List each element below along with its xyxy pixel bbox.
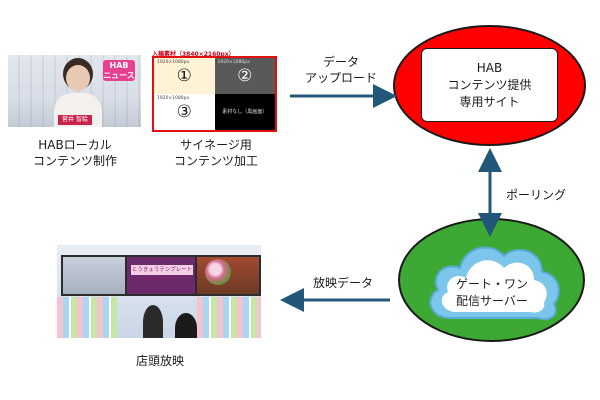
shopper-figure	[143, 305, 163, 338]
store-signage-photo: とうきょうテンプレートを見てみよう	[57, 245, 261, 338]
signage-screen-left	[61, 255, 129, 296]
news-thumbnail-image: HAB ニュース 菅井 智絵	[8, 55, 141, 127]
gateone-server-label: ゲート・ワン 配信サーバー	[455, 277, 528, 308]
upload-label: データ アップロード	[304, 55, 377, 85]
anchor-nameplate: 菅井 智絵	[58, 115, 92, 125]
local-content-caption: HABローカル コンテンツ制作	[32, 138, 117, 168]
layout-cell-4: 素材なし（黒画面）	[214, 94, 275, 130]
signage-content-caption: サイネージ用 コンテンツ加工	[173, 138, 258, 168]
cell-size-label: 1920×1080px	[157, 96, 190, 101]
cell-number: ②	[237, 66, 253, 86]
layout-grid: 1920×1080px ① 1920×1080px ② 1920×1080px …	[152, 56, 277, 132]
shopper-figure	[175, 313, 197, 338]
cell-empty-label: 素材なし（黒画面）	[222, 109, 268, 115]
layout-cell-2: 1920×1080px ②	[214, 58, 275, 94]
shelf-right	[197, 297, 261, 338]
cloud-icon	[429, 246, 560, 321]
store-caption: 店頭放映	[135, 354, 184, 368]
signage-layout-diagram: 入稿素材（3840×2160px） 1920×1080px ① 1920×108…	[152, 49, 277, 132]
broadcast-label: 放映データ	[312, 276, 373, 290]
cell-number: ③	[176, 102, 192, 122]
layout-cell-3: 1920×1080px ③	[154, 94, 215, 130]
shelf-left	[57, 297, 117, 338]
layout-cell-1: 1920×1080px ①	[154, 58, 215, 94]
layout-title: 入稿素材（3840×2160px）	[152, 51, 235, 58]
cell-number: ①	[176, 66, 192, 86]
flower-image	[205, 259, 231, 285]
hab-news-logo: HAB ニュース	[103, 60, 135, 81]
hab-site-label: HAB コンテンツ提供 専用サイト	[421, 48, 558, 122]
cell-size-label: 1920×1080px	[217, 60, 250, 65]
polling-label: ポーリング	[506, 188, 567, 202]
cell-size-label: 1920×1080px	[157, 60, 190, 65]
screen-banner: とうきょうテンプレートを見てみよう	[131, 265, 193, 283]
signage-screen-center: とうきょうテンプレートを見てみよう	[125, 255, 199, 296]
